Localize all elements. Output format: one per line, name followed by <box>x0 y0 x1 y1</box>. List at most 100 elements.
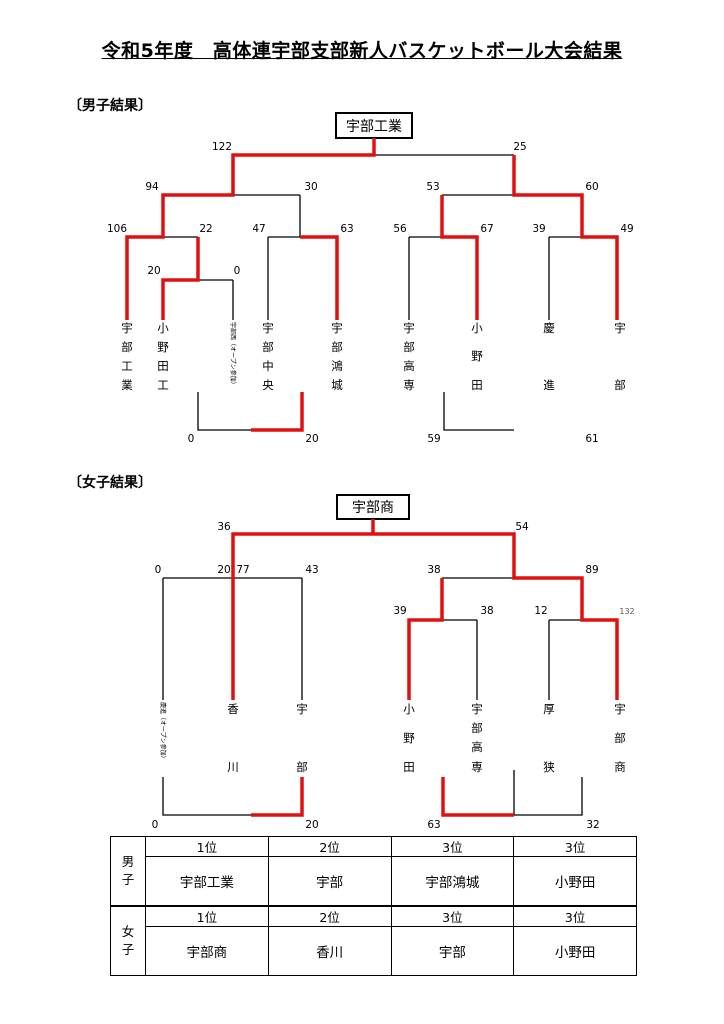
rank-header: 1位 <box>145 905 269 927</box>
boys-team-char: 高 <box>403 359 415 373</box>
girls-score-qf-r3: 12 <box>534 605 547 617</box>
boys-loser-lines <box>163 154 582 431</box>
girls-team-char: 部 <box>471 721 483 735</box>
boys-team-char: 小 <box>157 321 169 335</box>
boys-score-qf-a1: 106 <box>107 223 127 235</box>
boys-score-place-r2: 61 <box>585 433 598 445</box>
girls-score-place-l2: 20 <box>305 819 318 831</box>
girls-team-char: 宇 <box>296 702 308 716</box>
boys-team-char: 慶 <box>543 321 555 335</box>
girls-team-char: 狭 <box>543 760 555 774</box>
boys-team-char: 鴻 <box>331 359 343 373</box>
girls-champion-label: 宇部商 <box>352 500 394 516</box>
boys-team-char: 工 <box>121 359 133 373</box>
girls-team-open-entry: 慶進（オープン参加） <box>159 702 167 762</box>
boys-team-char: 部 <box>331 340 343 354</box>
boys-gender-cell: 男子 <box>110 836 146 907</box>
girls-score-sf-l4: 43 <box>305 564 318 576</box>
boys-winner-lines <box>125 138 619 432</box>
boys-team-char: 部 <box>262 340 274 354</box>
girls-team-char: 香 <box>227 702 239 716</box>
girls-team-char: 宇 <box>471 702 483 716</box>
table-row: 宇部工業 宇部 宇部鴻城 小野田 <box>111 856 637 907</box>
girls-team-char: 商 <box>614 760 626 774</box>
rank-header: 3位 <box>513 905 637 927</box>
girls-gender-cell: 女子 <box>110 905 146 976</box>
boys-team-char: 部 <box>614 378 626 392</box>
girls-team-char: 野 <box>403 731 415 745</box>
girls-score-place-r1: 63 <box>427 819 440 831</box>
rank-header: 3位 <box>513 836 637 857</box>
boys-team-char: 進 <box>543 378 555 392</box>
boys-score-sf-r1: 53 <box>426 181 439 193</box>
boys-team-char: 城 <box>331 378 343 392</box>
boys-score-final-right: 25 <box>513 141 526 153</box>
boys-team-char: 野 <box>157 340 169 354</box>
page-title: 令和5年度 高体連宇部支部新人バスケットボール大会結果 <box>101 40 623 62</box>
girls-rank-2: 香川 <box>267 926 392 976</box>
girls-score-sf-l1: 0 <box>155 564 162 576</box>
boys-score-final-left: 122 <box>212 141 232 153</box>
rank-header: 2位 <box>267 905 392 927</box>
boys-score-qf-b2: 63 <box>340 223 353 235</box>
boys-score-qf-a2: 22 <box>199 223 212 235</box>
girls-score-sf-r2: 89 <box>585 564 598 576</box>
girls-team-char: 部 <box>296 760 308 774</box>
girls-score-final-right: 54 <box>515 521 529 533</box>
boys-champion-label: 宇部工業 <box>346 119 402 135</box>
boys-rank-2: 宇部 <box>267 856 392 907</box>
boys-team-char: 田 <box>471 378 483 392</box>
rank-header: 1位 <box>145 836 269 857</box>
boys-bracket: 宇部工業 122 25 94 30 53 60 106 22 47 63 56 … <box>107 112 634 445</box>
boys-team-char: 部 <box>403 340 415 354</box>
boys-score-qf-d1: 39 <box>532 223 545 235</box>
girls-team-char: 宇 <box>614 702 626 716</box>
boys-score-r1-2: 0 <box>234 265 241 277</box>
girls-team-char: 川 <box>227 760 239 774</box>
girls-team-char: 専 <box>471 760 483 774</box>
girls-score-qf-r1: 39 <box>393 605 406 617</box>
girls-winner-lines <box>231 519 619 817</box>
boys-score-qf-d2: 49 <box>620 223 633 235</box>
girls-rank-3b: 小野田 <box>513 926 637 976</box>
boys-rank-3a: 宇部鴻城 <box>390 856 515 907</box>
boys-team-char: 業 <box>121 378 133 392</box>
girls-score-sf-l2: 20 <box>217 564 230 576</box>
boys-team-char: 野 <box>471 349 483 363</box>
girls-team-char: 田 <box>403 760 415 774</box>
girls-score-place-l1: 0 <box>152 819 159 831</box>
girls-team-names: 慶進（オープン参加） 香 川 宇 部 小 野 田 宇 部 高 専 厚 狭 宇 部… <box>159 702 626 774</box>
girls-score-place-r2: 32 <box>586 819 599 831</box>
boys-score-sf-r2: 60 <box>585 181 598 193</box>
boys-team-open-entry: 宇部西（オープン参加） <box>229 322 237 388</box>
boys-team-char: 工 <box>157 378 169 392</box>
table-row: 宇部商 香川 宇部 小野田 <box>111 926 637 976</box>
girls-rank-3a: 宇部 <box>390 926 515 976</box>
girls-champion-box <box>336 494 410 520</box>
girls-score-final-left: 36 <box>217 521 231 533</box>
girls-score-sf-r1: 38 <box>427 564 440 576</box>
boys-team-char: 宇 <box>121 321 133 335</box>
boys-score-place-l1: 0 <box>188 433 195 445</box>
girls-team-char: 高 <box>471 740 483 754</box>
boys-score-place-r1: 59 <box>427 433 440 445</box>
boys-score-qf-c2: 67 <box>480 223 493 235</box>
boys-score-r1-1: 20 <box>147 265 160 277</box>
boys-score-place-l2: 20 <box>305 433 318 445</box>
boys-section-label: 〔男子結果〕 <box>68 98 152 114</box>
rank-header: 3位 <box>390 836 515 857</box>
girls-score-qf-r2: 38 <box>480 605 493 617</box>
boys-score-qf-b1: 47 <box>252 223 265 235</box>
boys-rank-1: 宇部工業 <box>145 856 269 907</box>
boys-team-char: 宇 <box>614 321 626 335</box>
boys-score-sf-l2: 30 <box>304 181 317 193</box>
boys-team-char: 小 <box>471 321 483 335</box>
table-row: 女子 1位 2位 3位 3位 <box>110 905 637 976</box>
girls-bracket: 宇部商 36 54 0 20 77 43 38 89 39 38 12 132 … <box>152 494 635 831</box>
girls-team-char: 小 <box>403 702 415 716</box>
rank-header: 3位 <box>390 905 515 927</box>
girls-rank-1: 宇部商 <box>145 926 269 976</box>
girls-section-label: 〔女子結果〕 <box>68 475 152 491</box>
boys-champion-box <box>335 112 413 139</box>
